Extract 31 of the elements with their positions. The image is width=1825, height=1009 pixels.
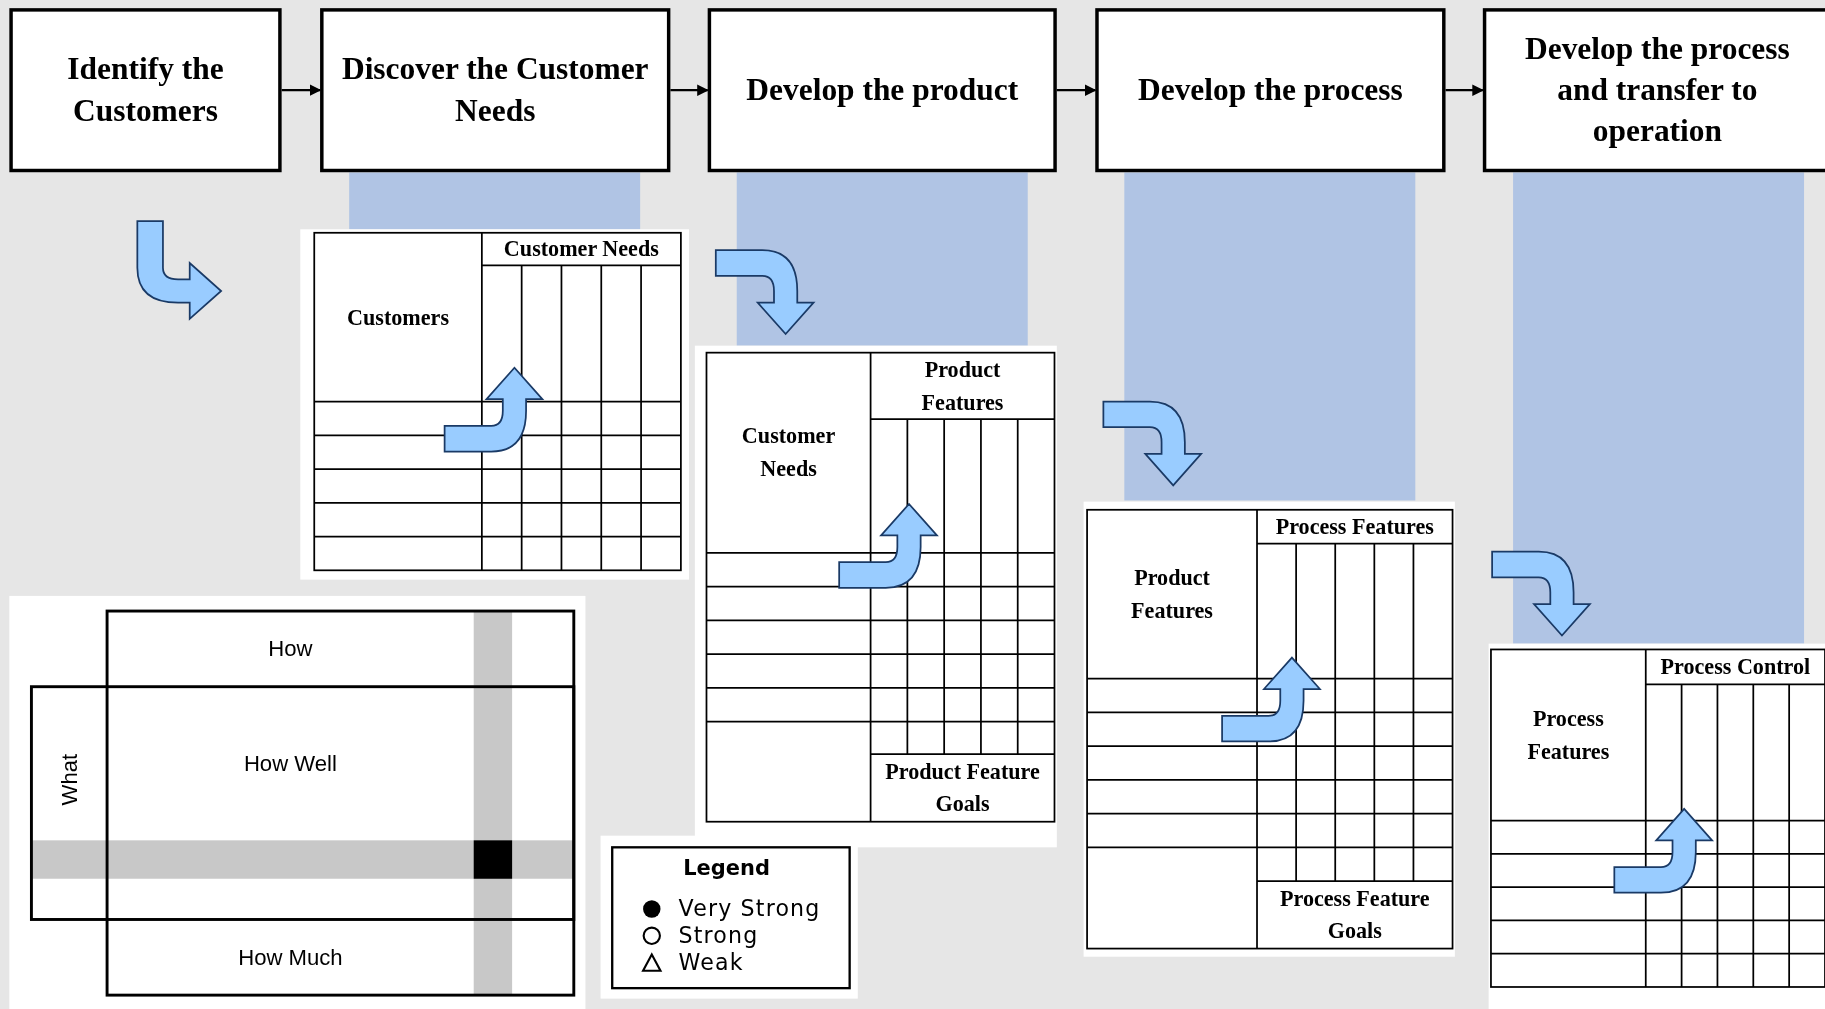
column-band xyxy=(1124,172,1416,501)
arrow xyxy=(281,84,322,96)
legend-label: Weak xyxy=(678,948,744,975)
section-label: How Much xyxy=(237,943,344,971)
section-label: How Well xyxy=(242,749,338,778)
legend-label: Strong xyxy=(678,921,759,948)
arrow xyxy=(670,84,709,96)
column-band xyxy=(1513,172,1805,644)
matrix-header: Product Feature Goals xyxy=(884,758,1041,818)
column-band xyxy=(349,172,641,230)
matrix-header: Process Feature Goals xyxy=(1278,885,1431,945)
matrix-header: Product Features xyxy=(920,356,1005,416)
matrix-header: Product Features xyxy=(1130,564,1214,625)
arrow xyxy=(1056,84,1097,96)
legend-label: Very Strong xyxy=(678,895,821,921)
matrix-header: Process Control xyxy=(1659,653,1812,681)
matrix-header: Customer Needs xyxy=(502,235,660,263)
matrix-header: Customer Needs xyxy=(740,423,837,483)
process-box: Develop the process xyxy=(1095,8,1446,173)
process-box: Identify the Customers xyxy=(9,8,282,173)
legend-title: Legend xyxy=(683,855,770,880)
matrix-header: Process Features xyxy=(1526,705,1611,765)
process-box: Develop the product xyxy=(707,8,1057,173)
matrix-header: Process Features xyxy=(1274,513,1435,541)
process-box: Develop the process and transfer to operation xyxy=(1482,8,1825,173)
section-label: How xyxy=(267,635,314,663)
matrix-header: Customers xyxy=(346,303,451,332)
section-label: What xyxy=(55,753,82,806)
arrow xyxy=(1445,84,1484,96)
column-band xyxy=(736,172,1028,346)
process-box: Discover the Customer Needs xyxy=(320,8,671,173)
